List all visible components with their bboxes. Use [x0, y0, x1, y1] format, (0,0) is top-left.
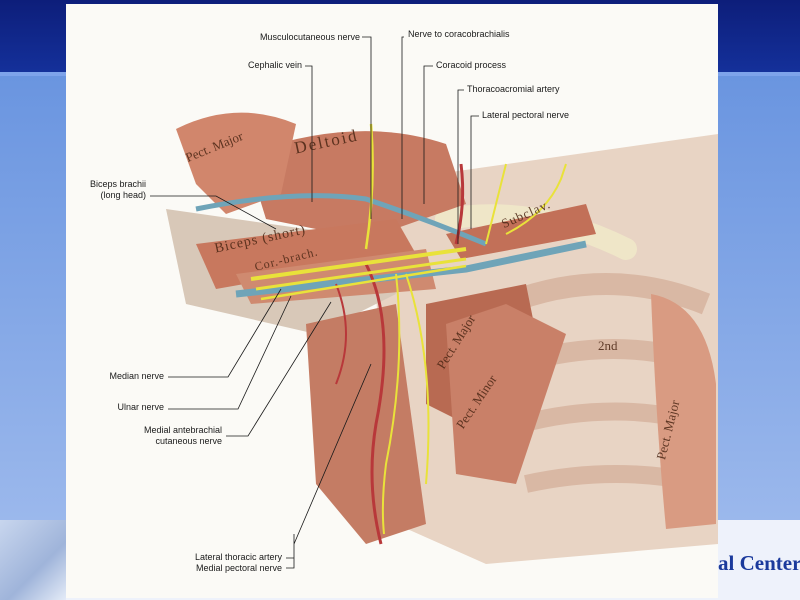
footer-building-photo: [0, 520, 66, 600]
medial-pectoral-nerve-label: Medial pectoral nerve: [195, 563, 282, 573]
nerve-branch: [405, 273, 430, 485]
callout-leader-lines: [150, 36, 479, 569]
median-nerve-cord: [250, 247, 467, 281]
medial-antebrachial-nerve-cord: [260, 264, 467, 301]
musculocutaneous-nerve-cord: [364, 123, 374, 250]
musculocutaneous-nerve-label: Musculocutaneous nerve: [259, 32, 360, 42]
second-rib-label: 2nd: [598, 338, 618, 353]
ulnar-nerve-cord: [255, 257, 467, 291]
biceps-long-head-label: (long head): [100, 190, 146, 200]
axillary-vein: [235, 240, 587, 298]
coracoid-process-label: Coracoid process: [436, 60, 507, 70]
medial-antebrachial-label: Medial antebrachial: [143, 425, 222, 435]
biceps-brachii-label: Biceps brachii: [89, 179, 146, 189]
medial-antebrachial-cutaneous-label: cutaneous nerve: [155, 436, 222, 446]
rib-band: [501, 273, 711, 315]
artery-branch: [335, 283, 347, 385]
left-side-panel: [0, 76, 66, 520]
anatomy-illustration: Musculocutaneous nerve Nerve to coracobr…: [66, 4, 718, 598]
lateral-pectoral-nerve-label: Lateral pectoral nerve: [482, 110, 570, 120]
nerve-branch: [505, 163, 567, 235]
lateral-thoracic-artery-label: Lateral thoracic artery: [194, 552, 282, 562]
lateral-thoracic-artery-vessel: [364, 263, 386, 545]
medical-center-logo: al Center: [718, 551, 800, 575]
right-side-panel: [718, 76, 800, 520]
median-nerve-label: Median nerve: [109, 371, 164, 381]
nerve-branch: [381, 273, 401, 535]
anatomy-drawing: [150, 36, 718, 569]
cephalic-vein: [195, 193, 487, 247]
lateral-pectoral-nerve-cord: [485, 163, 507, 245]
nerve-to-coracobrachialis-label: Nerve to coracobrachialis: [408, 29, 510, 39]
cephalic-vein-label: Cephalic vein: [247, 60, 302, 70]
thoracoacromial-artery-label: Thoracoacromial artery: [467, 84, 560, 94]
ulnar-nerve-label: Ulnar nerve: [117, 402, 164, 412]
